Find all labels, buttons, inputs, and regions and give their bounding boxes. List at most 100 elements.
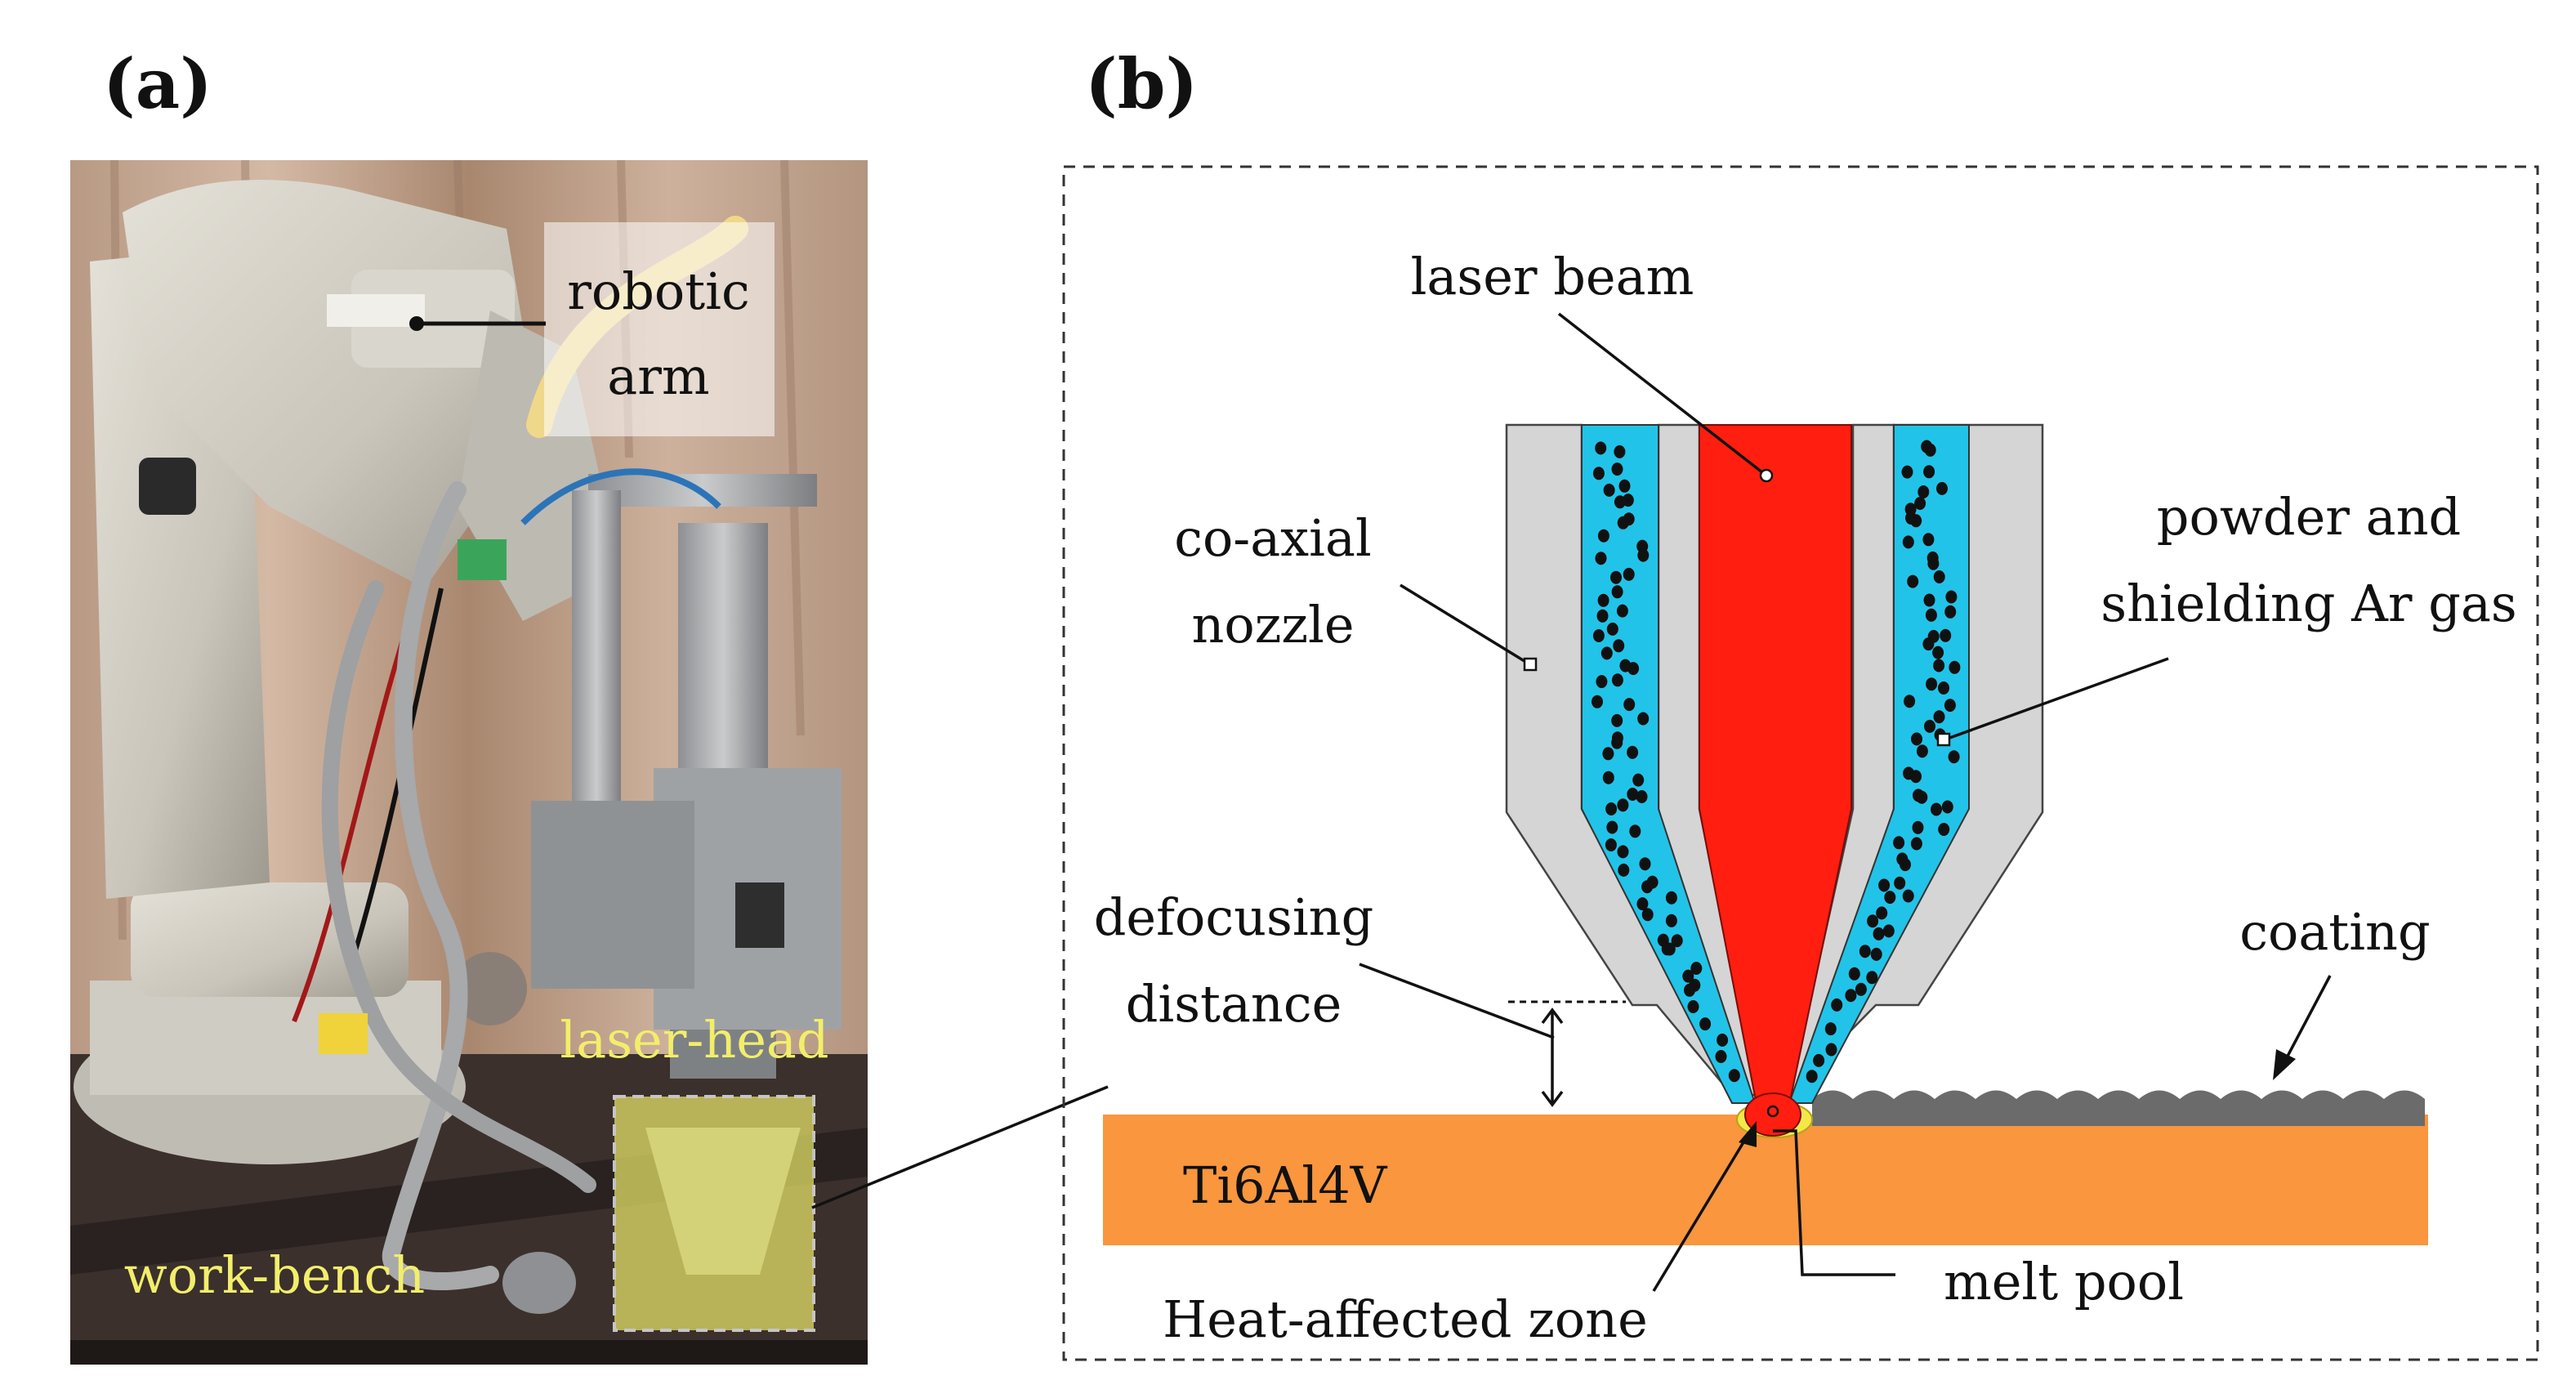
- powder-particle: [1926, 677, 1938, 691]
- powder-particle: [1901, 465, 1913, 479]
- powder-particle: [1623, 698, 1636, 712]
- powder-particle: [1611, 731, 1623, 745]
- powder-particle: [1938, 823, 1950, 836]
- powder-channel-right: [1788, 424, 1970, 1104]
- powder-particle: [1933, 710, 1945, 724]
- powder-particle: [1916, 790, 1928, 804]
- powder-particle: [1665, 914, 1677, 927]
- powder-particle: [1904, 695, 1916, 708]
- powder-particle: [1949, 660, 1961, 674]
- powder-particle: [1912, 820, 1924, 834]
- powder-particle: [1945, 590, 1958, 604]
- powder-particle: [1824, 1022, 1837, 1036]
- powder-particle: [1926, 551, 1939, 565]
- powder-particle: [1831, 998, 1843, 1012]
- powder-particle: [1617, 845, 1629, 859]
- powder-particle: [1592, 467, 1605, 480]
- powder-particles: [1592, 440, 1961, 1083]
- laser-beam-label: laser beam: [1411, 247, 1694, 306]
- melt-pool: [1744, 1092, 1801, 1137]
- laser-beam-leader: [1557, 312, 1768, 477]
- powder-particle: [1602, 747, 1614, 761]
- laser-beam-marker: [1759, 468, 1774, 483]
- powder-particle: [1902, 889, 1914, 903]
- coaxial-nozzle-label-line2: nozzle: [1191, 595, 1354, 655]
- melt-pool-leader: [1773, 1129, 1895, 1276]
- defocusing-label-line1: defocusing: [1094, 887, 1374, 947]
- powder-particle: [1944, 605, 1957, 619]
- powder-particle: [1636, 897, 1649, 911]
- powder-particle: [1715, 1050, 1727, 1063]
- powder-particle: [1938, 681, 1949, 695]
- powder-particle: [1910, 514, 1922, 528]
- robotic-arm-label-line1: robotic: [567, 261, 749, 321]
- powder-particle: [1671, 934, 1683, 948]
- melt-pool-label: melt pool: [1944, 1252, 2184, 1311]
- powder-particle: [1940, 628, 1952, 642]
- powder-particle: [1687, 1000, 1699, 1013]
- laser-head-label: laser-head: [560, 1010, 828, 1070]
- powder-particle: [1914, 497, 1926, 510]
- powder-particle: [1592, 629, 1605, 642]
- powder-particle: [1637, 548, 1650, 562]
- powder-particle: [1948, 750, 1960, 764]
- powder-particle: [1924, 719, 1935, 733]
- powder-particle: [1592, 695, 1603, 708]
- powder-particle: [1627, 745, 1639, 759]
- powder-particle: [1636, 790, 1648, 803]
- powder-particle: [1682, 969, 1694, 983]
- powder-particle: [1923, 593, 1935, 607]
- powder-particle: [1917, 485, 1930, 498]
- powder-particle: [1866, 971, 1878, 985]
- defocus-arrow: [1541, 1008, 1564, 1107]
- powder-particle: [1884, 891, 1896, 905]
- panel-a-label: (a): [103, 43, 212, 124]
- substrate-label: Ti6Al4V: [1183, 1155, 1388, 1215]
- powder-particle: [1641, 908, 1654, 922]
- coating-layer: [1812, 1090, 2425, 1126]
- powder-particle: [1878, 878, 1891, 892]
- defocusing-leader: [1359, 963, 1555, 1039]
- powder-particle: [1611, 585, 1623, 599]
- powder-particle: [1601, 646, 1613, 660]
- powder-particle: [1639, 857, 1651, 871]
- powder-particle: [1606, 820, 1618, 834]
- powder-particle: [1902, 535, 1914, 549]
- panel-b-label: (b): [1085, 43, 1198, 124]
- powder-particle: [1924, 443, 1936, 457]
- powder-particle: [1910, 837, 1922, 851]
- powder-marker: [1936, 732, 1951, 747]
- powder-particle: [1859, 945, 1871, 958]
- powder-particle: [1597, 529, 1609, 543]
- coaxial-nozzle-label-line1: co-axial: [1174, 508, 1372, 568]
- coaxial-nozzle-marker: [1523, 657, 1538, 672]
- powder-particle: [1717, 1033, 1729, 1047]
- powder-particle: [1813, 1053, 1825, 1067]
- powder-particle: [1602, 771, 1614, 784]
- powder-particle: [1932, 646, 1944, 659]
- schematic-frame: [1062, 165, 2539, 1361]
- powder-particle: [1933, 570, 1945, 583]
- powder-particle: [1605, 802, 1618, 815]
- powder-particle: [1665, 891, 1677, 905]
- melt-pool-marker: [1766, 1105, 1779, 1118]
- coating-label: coating: [2239, 902, 2430, 962]
- powder-particle: [1597, 593, 1609, 607]
- powder-particle: [1933, 659, 1945, 672]
- powder-particle: [1922, 637, 1935, 651]
- powder-particle: [1623, 567, 1635, 581]
- powder-particle: [1606, 622, 1618, 636]
- powder-particle: [1646, 875, 1659, 889]
- haz-label: Heat-affected zone: [1163, 1289, 1648, 1349]
- powder-particle: [1614, 495, 1626, 509]
- powder-particle: [1848, 967, 1860, 981]
- powder-particle: [1632, 773, 1645, 787]
- powder-particle: [1627, 662, 1640, 676]
- powder-particle: [1867, 914, 1879, 928]
- powder-label-line2: shielding Ar gas: [2101, 574, 2517, 633]
- powder-particle: [1661, 942, 1673, 956]
- powder-particle: [1923, 465, 1935, 479]
- powder-particle: [1728, 1069, 1740, 1083]
- powder-particle: [1637, 712, 1650, 726]
